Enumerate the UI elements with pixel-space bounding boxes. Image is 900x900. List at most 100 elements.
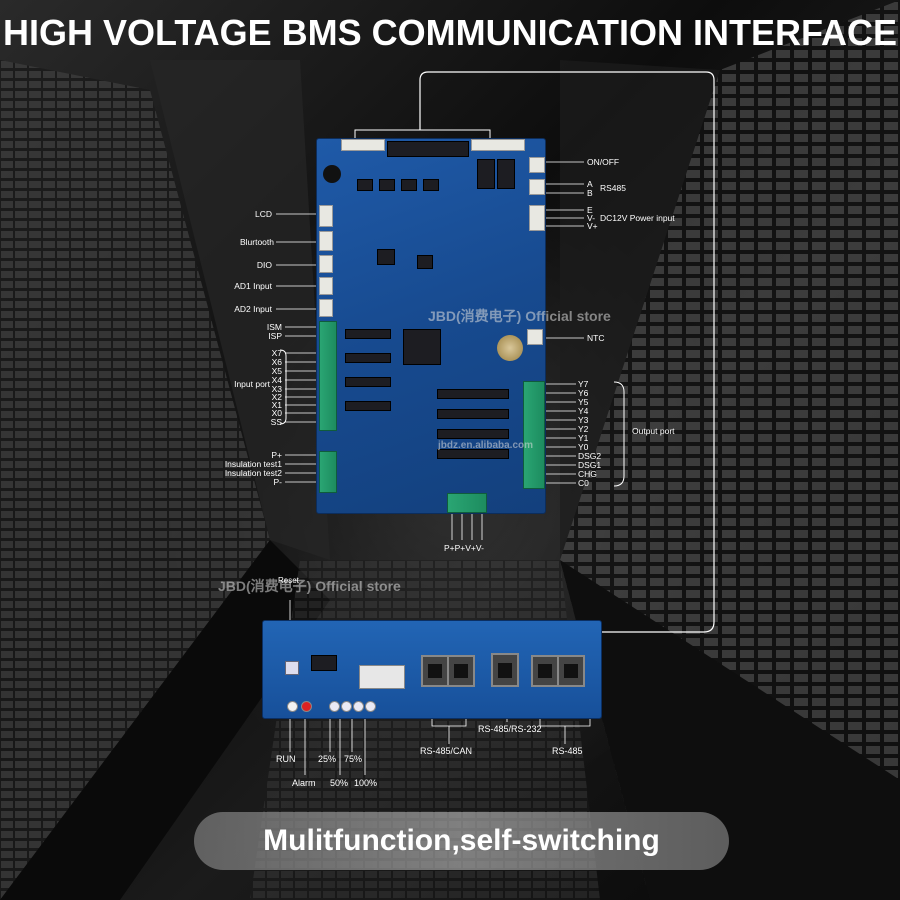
label-75: 75% [344,754,363,764]
ad2-connector [319,299,333,317]
input-terminal-block [319,321,337,431]
label-y0: Y0 [578,442,589,452]
top-connector-right [471,139,525,151]
bluetooth-connector [319,231,333,251]
label-25: 25% [318,754,337,764]
label-ad2-input: AD2 Input [234,304,272,314]
label-x3: X3 [271,384,282,394]
optocoupler-row-2 [345,353,391,363]
reset-button [285,661,299,675]
rj45-can-1 [421,655,449,687]
label-dsg2: DSG2 [578,451,602,461]
label-y6: Y6 [578,388,589,398]
relay-right [497,159,515,189]
insulation-terminal-block [319,451,337,493]
top-connector-left [341,139,385,151]
label-y3: Y3 [578,415,589,425]
ntc-connector [527,329,543,345]
label-x4: X4 [271,375,282,385]
relay-left [477,159,495,189]
mosfet-row-3 [437,429,509,439]
label-x5: X5 [271,366,282,376]
label-chg: CHG [578,469,597,479]
ic-top-2 [379,179,395,191]
label-insulation-test1: Insulation test1 [224,459,282,469]
label-bluetooth: Blurtooth [239,237,274,247]
mcu-chip [403,329,441,365]
label-run: RUN [276,754,296,764]
terminal-block-4pin [359,665,405,689]
label-dc12v-power-input: DC12V Power input [600,213,675,223]
label-p-minus: P- [273,477,283,487]
label-x2: X2 [271,392,282,402]
mosfet-row-2 [437,409,509,419]
led-alarm [301,701,312,712]
label-isp: ISP [268,331,282,341]
label-ntc: NTC [587,333,605,343]
buzzer [323,165,341,183]
dio-connector [319,255,333,273]
label-v-plus: V+ [587,221,598,231]
label-y1: Y1 [578,433,589,443]
label-y2: Y2 [578,424,589,434]
lcd-connector [319,205,333,227]
label-v-minus: V- [587,213,596,223]
mosfet-row-4 [437,449,509,459]
optocoupler-row-1 [345,329,391,339]
power-terminal-block [447,493,487,513]
label-rs485-rs232: RS-485/RS-232 [478,724,542,734]
onoff-connector [529,157,545,173]
watermark-url: jbdz.en.alibaba.com [438,440,534,451]
label-a: A [587,179,593,189]
led-100 [365,701,376,712]
label-dio: DIO [256,260,272,270]
led-run [287,701,298,712]
bms-main-board [316,138,546,514]
ic-mid-2 [417,255,433,269]
feature-banner: Mulitfunction,self-switching [194,812,729,870]
label-y7: Y7 [578,379,589,389]
ic-top-1 [357,179,373,191]
label-b: B [587,188,593,198]
ad1-connector [319,277,333,295]
led-25 [329,701,340,712]
rj45-can-2 [447,655,475,687]
optocoupler-row-4 [345,401,391,411]
label-ad1-input: AD1 Input [234,281,272,291]
led-75 [353,701,364,712]
label-input-port: Input port [234,379,270,389]
label-rs485-port: RS-485 [552,746,583,756]
label-rs485: RS485 [600,183,626,193]
label-x6: X6 [271,357,282,367]
label-bottom-pins: P+P+V+V- [444,543,484,553]
label-100: 100% [354,778,378,788]
coin-battery [497,335,523,361]
output-terminal-block [523,381,545,489]
label-insulation-test2: Insulation test2 [224,468,282,478]
label-output-port: Output port [632,426,675,436]
label-y5: Y5 [578,397,589,407]
label-y4: Y4 [578,406,589,416]
label-ss: SS [270,417,282,427]
page-title: HIGH VOLTAGE BMS COMMUNICATION INTERFACE [3,12,897,53]
dip-switch [311,655,337,671]
label-p-plus: P+ [271,450,282,460]
label-rs485-can: RS-485/CAN [420,746,473,756]
ic-mid-1 [377,249,395,265]
label-reset: Reset [278,576,299,585]
label-on-off: ON/OFF [587,157,620,167]
power-connector [529,205,545,231]
interface-board [262,620,602,719]
label-e: E [587,205,593,215]
ic-top-3 [401,179,417,191]
label-50: 50% [330,778,349,788]
top-header-connector [387,141,469,157]
mosfet-row-1 [437,389,509,399]
ic-top-4 [423,179,439,191]
label-x7: X7 [271,348,282,358]
label-x0: X0 [271,408,282,418]
rj45-rs485-2 [557,655,585,687]
rs485-connector [529,179,545,195]
label-alarm: Alarm [292,778,316,788]
